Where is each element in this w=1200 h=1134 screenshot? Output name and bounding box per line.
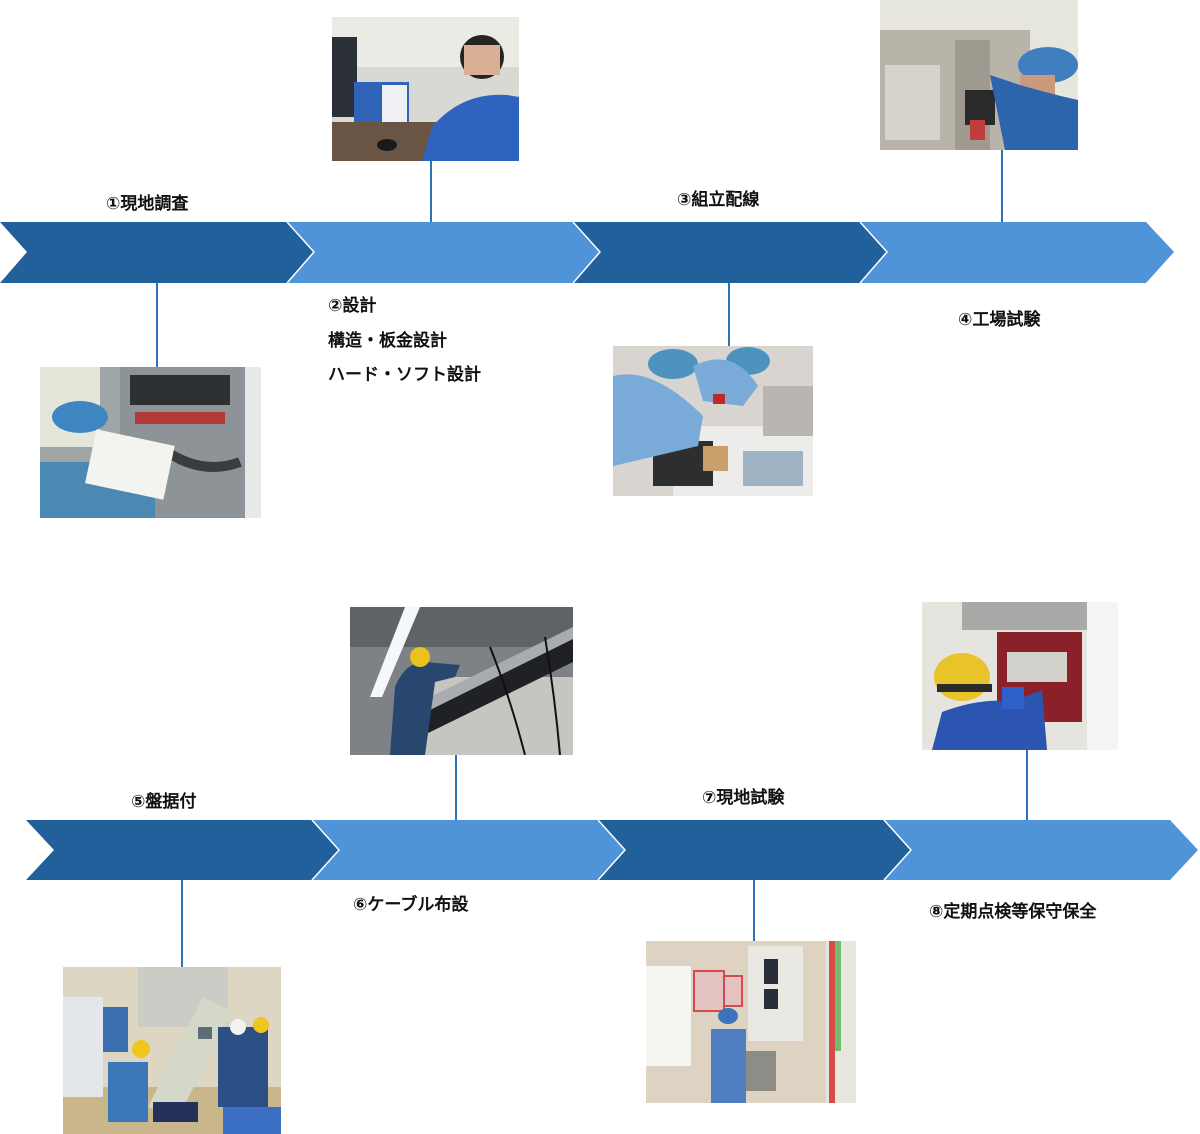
chevron-separator [572, 221, 602, 284]
maintenance-photo [922, 602, 1118, 750]
connector-line-step-4 [1001, 150, 1003, 222]
chevron-separator [883, 819, 913, 881]
chevron-step-7 [598, 820, 911, 880]
site-survey-photo [40, 367, 261, 518]
step-3-label: ③組立配線 [677, 190, 760, 210]
connector-line-step-3 [728, 283, 730, 346]
connector-line-step-8 [1026, 750, 1028, 820]
panel-installation-photo [63, 967, 281, 1134]
step-4-label: ④工場試験 [958, 310, 1041, 330]
chevron-step-3 [573, 222, 887, 283]
chevron-step-8 [884, 820, 1198, 880]
connector-line-step-6 [455, 755, 457, 820]
step-2-detail-hardware-software: ハード・ソフト設計 [328, 365, 481, 385]
chevron-separator [859, 221, 889, 284]
connector-line-step-2 [430, 160, 432, 222]
chevron-separator [286, 221, 316, 284]
cable-laying-photo [350, 607, 573, 755]
chevron-separator [311, 819, 341, 881]
chevron-separator [597, 819, 627, 881]
chevron-step-4 [860, 222, 1174, 283]
chevron-step-2 [287, 222, 600, 283]
step-8-label: ⑧定期点検等保守保全 [929, 902, 1097, 922]
chevron-step-1 [0, 222, 314, 283]
connector-line-step-7 [753, 880, 755, 941]
step-2-detail-structure: 構造・板金設計 [328, 331, 447, 351]
site-test-photo [646, 941, 856, 1103]
step-2-label: ②設計 [328, 296, 377, 316]
connector-line-step-1 [156, 283, 158, 368]
step-6-label: ⑥ケーブル布設 [353, 895, 469, 915]
step-7-label: ⑦現地試験 [702, 788, 785, 808]
chevron-step-5 [26, 820, 339, 880]
factory-test-photo [880, 0, 1078, 150]
chevron-step-6 [312, 820, 625, 880]
step-5-label: ⑤盤据付 [131, 792, 197, 812]
design-photo [332, 17, 519, 161]
assembly-wiring-photo [613, 346, 813, 496]
connector-line-step-5 [181, 880, 183, 967]
step-1-label: ①現地調査 [106, 194, 189, 214]
